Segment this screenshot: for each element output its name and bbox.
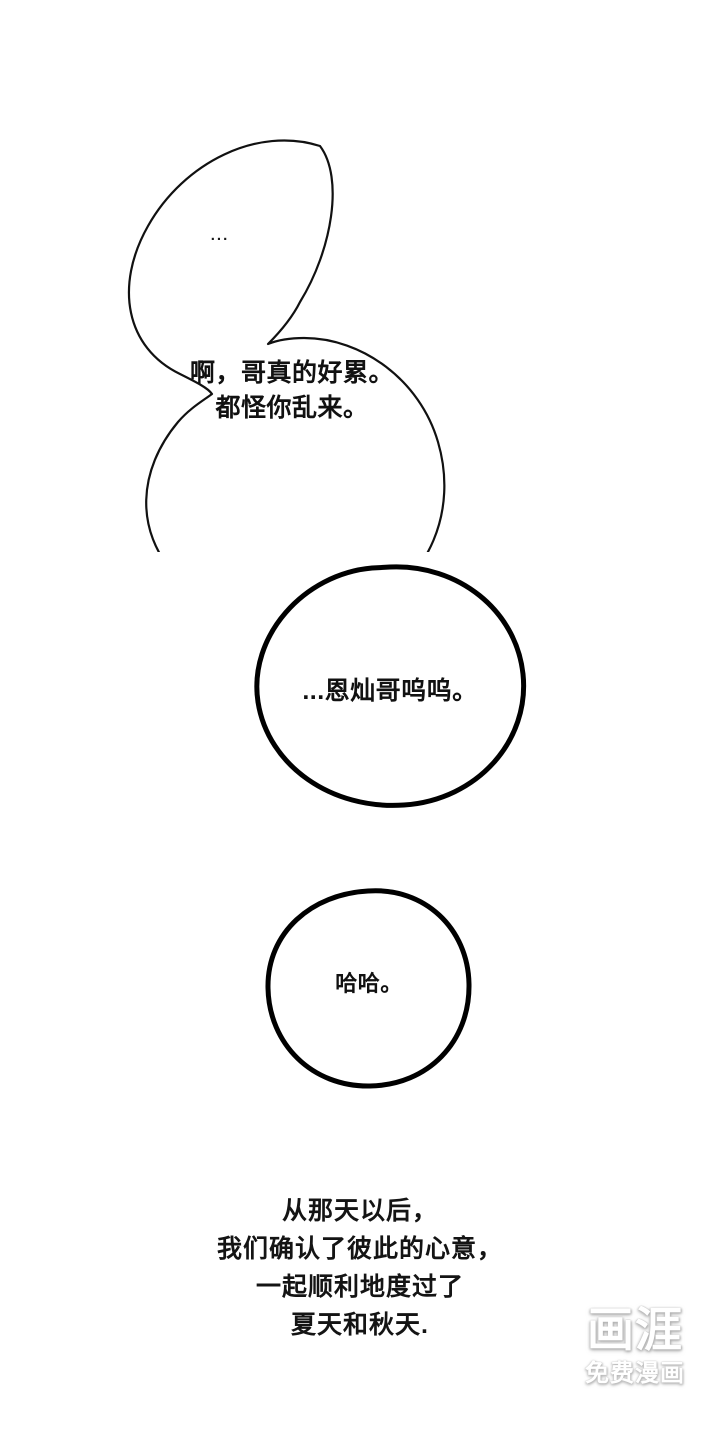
bubble-2-text: ...恩灿哥呜呜。 xyxy=(302,677,478,705)
round-bubble-shape xyxy=(254,564,527,808)
watermark: 画涯 免费漫画 xyxy=(560,1303,710,1388)
watermark-subtitle: 免费漫画 xyxy=(585,1360,685,1388)
bubble-1-upper-text: ... xyxy=(210,227,230,244)
bubble-1-lower-text: 啊，哥真的好累。 都怪你乱来。 xyxy=(189,359,394,422)
narration-block: 从那天以后， 我们确认了彼此的心意， 一起顺利地度过了 夏天和秋天. xyxy=(60,1192,660,1344)
round-bubble-shape-small xyxy=(265,888,472,1089)
narration-line-2: 我们确认了彼此的心意， xyxy=(216,1235,503,1263)
narration-line-1: 从那天以后， xyxy=(281,1197,438,1225)
narration-line-4: 夏天和秋天. xyxy=(291,1311,429,1339)
watermark-logo-text: 画涯 xyxy=(587,1303,683,1356)
speech-bubble-double: ... 啊，哥真的好累。 都怪你乱来。 xyxy=(108,132,456,552)
double-bubble-shape xyxy=(127,139,446,552)
narration-line-3: 一起顺利地度过了 xyxy=(255,1273,464,1301)
speech-bubble-round-two: ...恩灿哥呜呜。 xyxy=(252,562,528,810)
speech-bubble-round-three: 哈哈。 xyxy=(264,886,474,1090)
bubble-3-text: 哈哈。 xyxy=(335,971,403,996)
